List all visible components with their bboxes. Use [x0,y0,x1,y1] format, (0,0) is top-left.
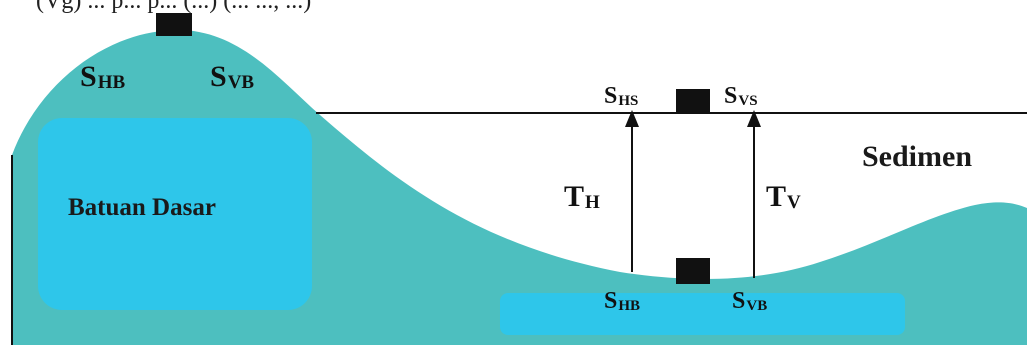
surface-shs-label: SHS [604,83,639,109]
surface-sensor [676,89,710,113]
surface-svs-label: SVS [724,83,758,109]
peak-sensor [156,13,192,36]
bedrock-region-label: Batuan Dasar [68,194,216,221]
peak-shb-label: SHB [80,60,126,93]
cropped-caption: (Vg) ... p... p... (...) (... ..., ...) [36,0,312,14]
tv-arrow-head [747,110,761,127]
time-tv-label: TV [766,180,801,213]
th-arrow-head [625,110,639,127]
basin-shb-label: SHB [604,288,641,314]
peak-svb-label: SVB [210,60,255,93]
basin-layer [500,293,905,335]
basin-sensor [676,258,710,284]
basin-svb-label: SVB [732,288,768,314]
sediment-region-label: Sedimen [862,140,973,173]
bedrock-inner-layer [38,118,312,310]
time-th-label: TH [564,180,600,213]
